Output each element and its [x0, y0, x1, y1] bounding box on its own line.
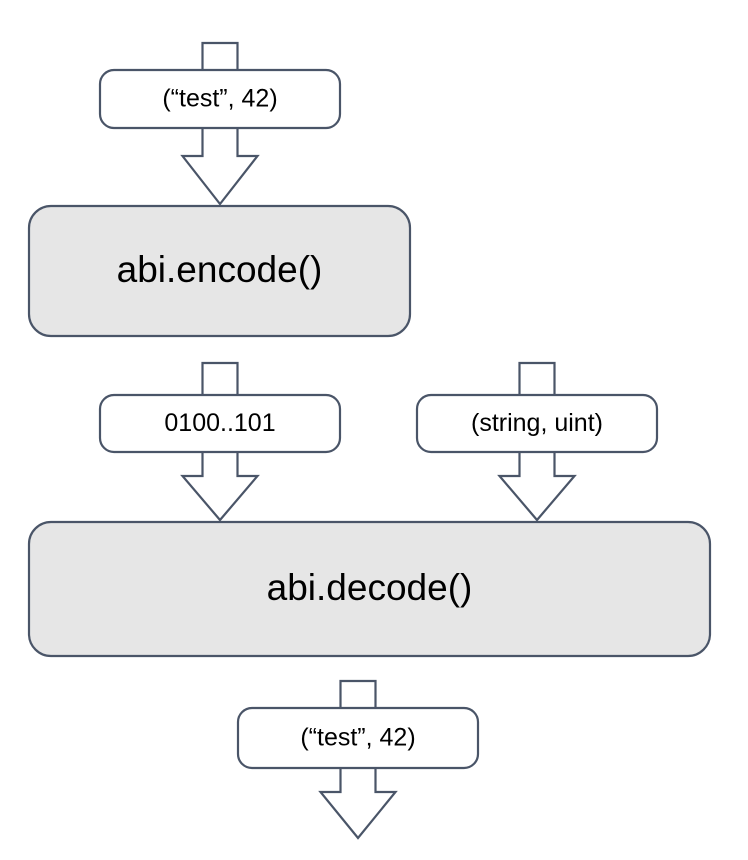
connectors-layer: [180, 41, 577, 840]
node-abi-encode[interactable]: abi.encode(): [27, 204, 412, 338]
stem-into-output: [339, 679, 377, 709]
node-label-abi-encode: abi.encode(): [117, 249, 323, 290]
node-output-tuple[interactable]: (“test”, 42): [236, 706, 480, 770]
connector-arrow: [497, 452, 577, 522]
node-label-type-tuple: (string, uint): [471, 409, 603, 437]
nodes-layer: (“test”, 42) abi.encode() 0100..101 (string…: [27, 68, 712, 770]
node-label-encoded-bytes: 0100..101: [164, 409, 275, 437]
connector-stem: [201, 361, 239, 396]
stem-into-encoded-bytes: [201, 361, 239, 396]
connector-arrow: [318, 768, 398, 840]
node-encoded-bytes[interactable]: 0100..101: [98, 393, 342, 454]
node-abi-decode[interactable]: abi.decode(): [27, 520, 712, 658]
node-shape-output-tuple: [236, 706, 480, 770]
node-shape-encoded-bytes: [98, 393, 342, 454]
stem-into-input: [201, 41, 239, 71]
connector-arrow: [180, 452, 260, 522]
node-shape-abi-decode: [27, 520, 712, 658]
connector-stem: [518, 361, 556, 396]
arrow-bytes-to-decode: [180, 452, 260, 522]
node-input-tuple[interactable]: (“test”, 42): [98, 68, 342, 130]
node-shape-type-tuple: [415, 393, 659, 454]
node-label-abi-decode: abi.decode(): [267, 567, 473, 608]
connector-stem: [339, 679, 377, 709]
node-shape-abi-encode: [27, 204, 412, 338]
connector-stem: [201, 41, 239, 71]
connector-arrow: [180, 128, 260, 206]
arrow-out-of-output: [318, 768, 398, 840]
arrow-input-to-encode: [180, 128, 260, 206]
stem-into-type-tuple: [518, 361, 556, 396]
arrow-types-to-decode: [497, 452, 577, 522]
node-label-output-tuple: (“test”, 42): [300, 724, 415, 752]
node-shape-input-tuple: [98, 68, 342, 130]
node-label-input-tuple: (“test”, 42): [162, 85, 277, 113]
node-type-tuple[interactable]: (string, uint): [415, 393, 659, 454]
